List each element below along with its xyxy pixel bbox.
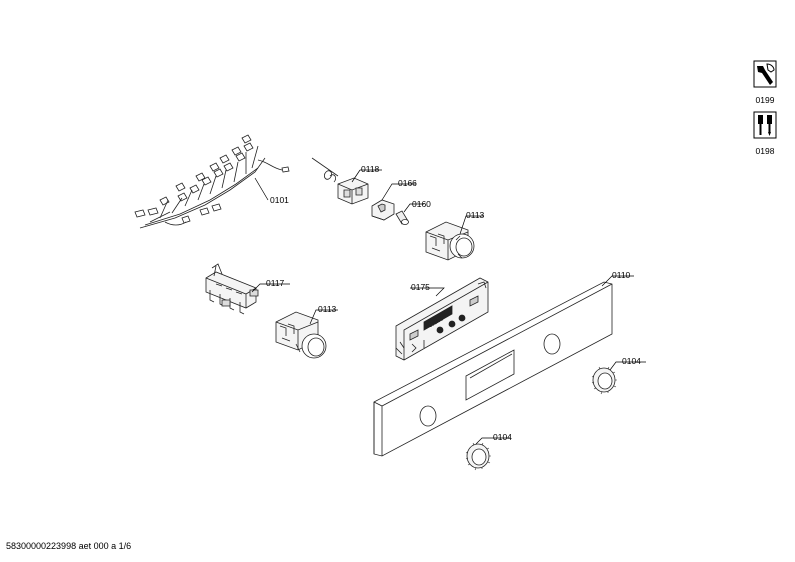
label-0113-upper: 0113 — [466, 210, 485, 220]
document-id: 58300000223998 aet 000 a 1/6 — [6, 541, 132, 551]
bracket-part[interactable] — [372, 200, 394, 220]
wiring-harness-part[interactable] — [135, 135, 289, 228]
tool-code-0199: 0199 — [755, 95, 775, 105]
label-0110: 0110 — [612, 270, 631, 280]
wrench-icon — [753, 60, 777, 88]
screwdrivers-icon — [753, 111, 777, 139]
rotary-switch-upper-part[interactable] — [426, 222, 474, 260]
label-0166: 0166 — [398, 178, 417, 188]
control-panel-fascia-part[interactable] — [374, 282, 612, 456]
thermostat-part[interactable] — [312, 158, 368, 204]
tool-code-0198: 0198 — [755, 146, 775, 156]
label-0175: 0175 — [411, 282, 430, 292]
label-0104-right: 0104 — [622, 356, 641, 366]
knob-ring-right-part[interactable] — [592, 367, 617, 394]
control-module-part[interactable]: 888:88 — [396, 278, 488, 360]
label-0104-lower: 0104 — [493, 432, 512, 442]
label-0101: 0101 — [270, 195, 289, 205]
label-0118: 0118 — [361, 164, 380, 174]
lamp-part[interactable] — [396, 211, 409, 225]
rotary-switch-lower-part[interactable] — [276, 312, 326, 358]
terminal-block-part[interactable] — [206, 264, 258, 314]
tool-0199[interactable]: 0199 — [753, 60, 777, 105]
label-0160: 0160 — [412, 199, 431, 209]
knob-ring-lower-part[interactable] — [466, 443, 491, 470]
label-0117: 0117 — [266, 278, 285, 288]
tool-0198[interactable]: 0198 — [753, 111, 777, 156]
label-0113-lower: 0113 — [318, 304, 337, 314]
